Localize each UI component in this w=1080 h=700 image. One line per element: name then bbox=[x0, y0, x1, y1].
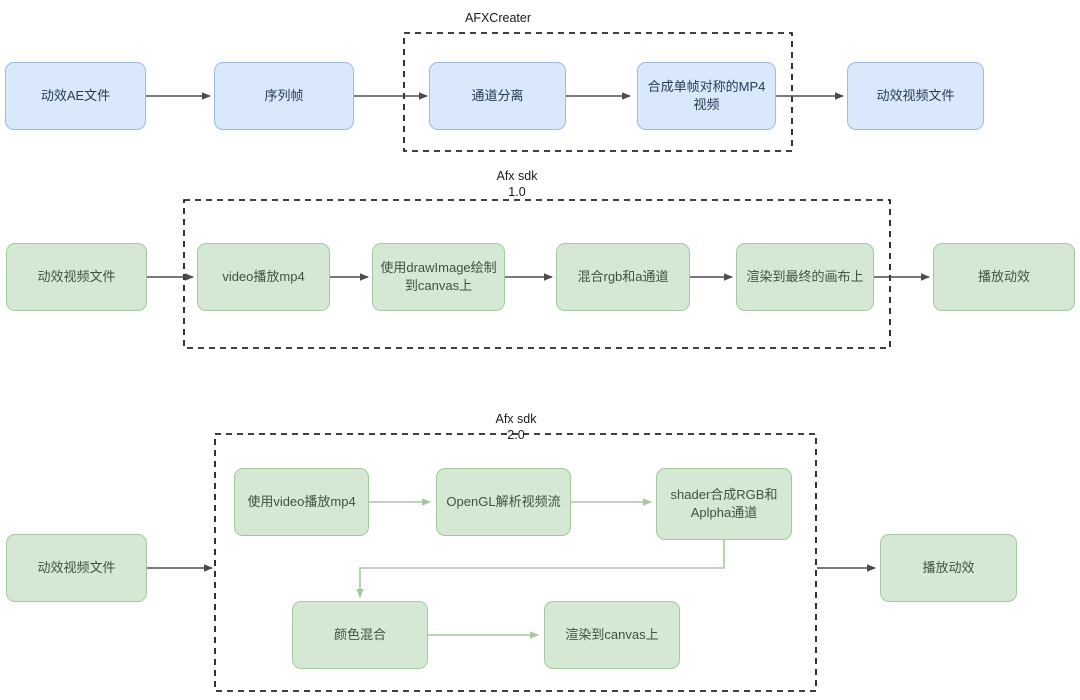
group-label-afx-sdk-2: Afx sdk 2.0 bbox=[495, 412, 537, 442]
node-mid-render-final-canvas[interactable]: 渲染到最终的画布上 bbox=[736, 243, 874, 311]
edge-bottom-elbow bbox=[356, 540, 725, 598]
node-bottom-render-canvas[interactable]: 渲染到canvas上 bbox=[544, 601, 680, 669]
node-top-channel-split[interactable]: 通道分离 bbox=[429, 62, 566, 130]
node-bottom-video-file[interactable]: 动效视频文件 bbox=[6, 534, 147, 602]
node-mid-play-animation[interactable]: 播放动效 bbox=[933, 243, 1075, 311]
group-label-afx-sdk-1: Afx sdk 1.0 bbox=[496, 169, 538, 199]
node-bottom-color-blend[interactable]: 颜色混合 bbox=[292, 601, 428, 669]
node-bottom-shader-compose[interactable]: shader合成RGB和 Aplpha通道 bbox=[656, 468, 792, 540]
node-bottom-play-animation[interactable]: 播放动效 bbox=[880, 534, 1017, 602]
group-label-afxcreater: AFXCreater bbox=[465, 11, 531, 25]
node-top-sequence-frames[interactable]: 序列帧 bbox=[214, 62, 354, 130]
node-top-compose-mp4[interactable]: 合成单帧对称的MP4 视频 bbox=[637, 62, 776, 130]
node-top-video-file[interactable]: 动效视频文件 bbox=[847, 62, 984, 130]
node-mid-drawimage-canvas[interactable]: 使用drawImage绘制 到canvas上 bbox=[372, 243, 505, 311]
node-mid-video-play-mp4[interactable]: video播放mp4 bbox=[197, 243, 330, 311]
node-bottom-use-video-mp4[interactable]: 使用video播放mp4 bbox=[234, 468, 369, 536]
node-bottom-opengl-parse[interactable]: OpenGL解析视频流 bbox=[436, 468, 571, 536]
node-mid-blend-rgb-a[interactable]: 混合rgb和a通道 bbox=[556, 243, 690, 311]
node-mid-video-file[interactable]: 动效视频文件 bbox=[6, 243, 147, 311]
node-top-ae-file[interactable]: 动效AE文件 bbox=[5, 62, 146, 130]
